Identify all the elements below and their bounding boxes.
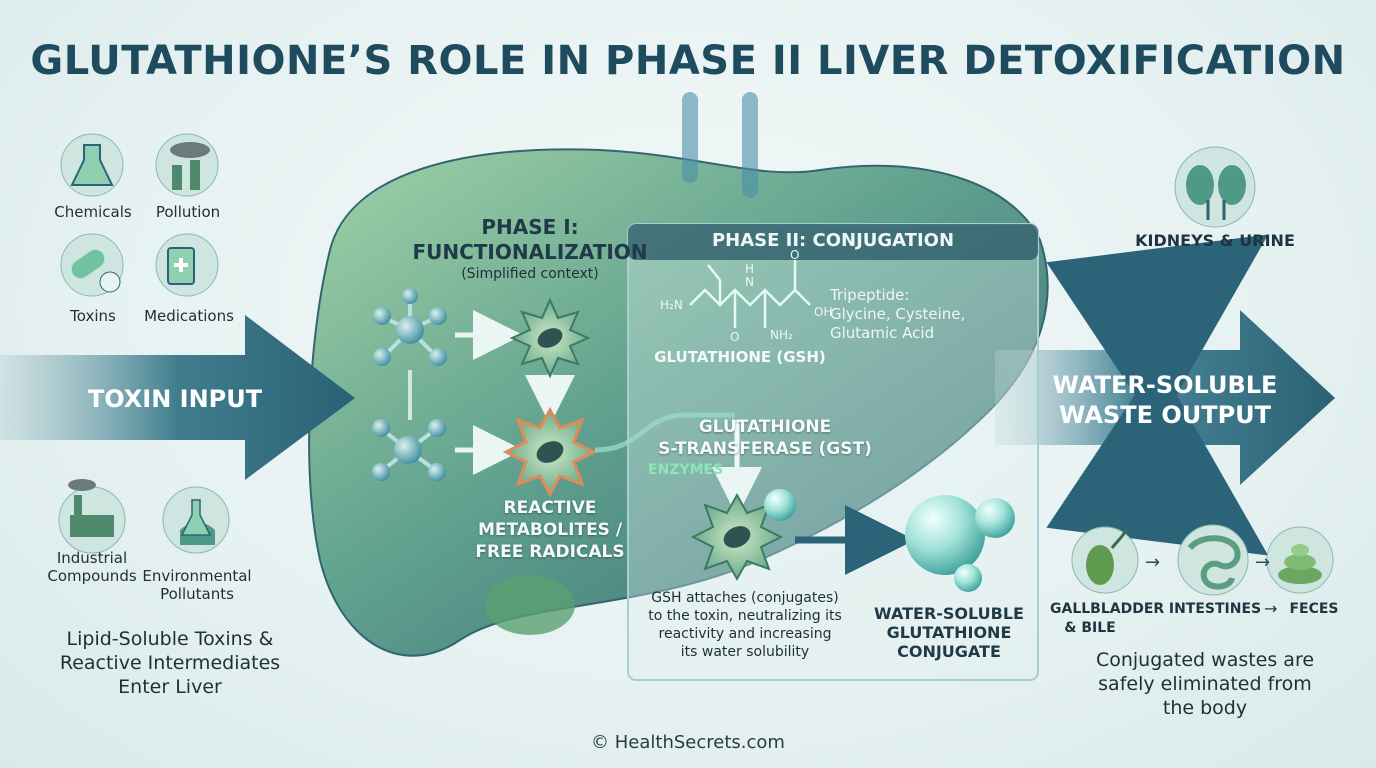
mol-oh: OH <box>814 305 833 319</box>
reactive-metabolites-label: REACTIVE METABOLITES / FREE RADICALS <box>475 498 625 562</box>
flow-to-gst <box>594 412 735 453</box>
feces-icon <box>1266 526 1334 594</box>
label-pollution: Pollution <box>155 203 221 221</box>
hepatic-vessel <box>682 92 758 198</box>
toxins-icon <box>60 233 124 297</box>
medications-icon <box>155 233 219 297</box>
mol-nh2: NH₂ <box>770 328 793 342</box>
mol-n: N <box>745 275 754 289</box>
mol-h: H <box>745 262 755 276</box>
feces-label: FECES <box>1289 601 1339 617</box>
gst-label: GLUTATHIONE S-TRANSFERASE (GST) <box>658 417 872 459</box>
phase1-title-line1: PHASE I: <box>481 215 579 239</box>
page-title: GLUTATHIONE’S ROLE IN PHASE II LIVER DET… <box>30 38 1346 84</box>
conjugate-bubble <box>905 495 1015 592</box>
gallbladder-icon <box>1071 526 1139 594</box>
glutathione-molecule <box>689 260 811 328</box>
waste-output-label: WATER-SOLUBLE WASTE OUTPUT <box>1052 371 1278 429</box>
label-environmental-line2: Pollutants <box>160 585 234 603</box>
phase2-title: PHASE II: CONJUGATION <box>711 230 955 251</box>
chemicals-icon <box>60 133 124 197</box>
gallbladder-lobe <box>485 575 575 635</box>
flow-arrow-2: → <box>1255 552 1271 573</box>
phase2-radical <box>690 489 796 582</box>
toxin-input-label: TOXIN INPUT <box>87 385 263 413</box>
radical-top <box>509 297 591 379</box>
conjugate-label: WATER-SOLUBLE GLUTATHIONE CONJUGATE <box>874 604 1024 661</box>
intestines-label: INTESTINES <box>1168 601 1262 617</box>
pollution-icon <box>155 133 219 197</box>
industrial-icon <box>58 479 126 554</box>
flow-arrow-1: → <box>1145 552 1161 573</box>
label-toxins: Toxins <box>70 307 116 325</box>
kidney-icon <box>1174 146 1256 228</box>
molecule-cluster-bottom <box>372 419 446 481</box>
mol-o2: O <box>790 248 800 262</box>
phase1-title-line2: FUNCTIONALIZATION <box>412 240 648 264</box>
gallbladder-label-line2: & BILE <box>1064 620 1116 636</box>
mol-h2n: H₂N <box>660 298 683 312</box>
arrow-to-intestines <box>1046 361 1269 556</box>
intestines-icon <box>1177 524 1249 596</box>
environmental-icon <box>162 486 230 554</box>
mechanism-note: GSH attaches (conjugates) to the toxin, … <box>648 590 842 660</box>
enzymes-label: ENZYMES <box>648 462 724 478</box>
flow-arrow-glyph: → <box>1264 599 1278 618</box>
radical-reactive <box>502 406 598 498</box>
output-caption: Conjugated wastes are safely eliminated … <box>1095 649 1315 719</box>
tripeptide-note: Tripeptide: Glycine, Cysteine, Glutamic … <box>830 286 966 342</box>
label-industrial-line1: Industrial <box>56 549 128 567</box>
footer-copyright: © HealthSecrets.com <box>591 732 785 753</box>
gsh-label: GLUTATHIONE (GSH) <box>654 348 826 366</box>
arrow-to-kidneys <box>1046 234 1269 429</box>
toxin-input-arrow <box>0 315 355 480</box>
label-chemicals: Chemicals <box>54 203 132 221</box>
liver-shape <box>308 148 1049 657</box>
phase2-header-bar <box>628 224 1038 260</box>
gallbladder-label-line1: GALLBLADDER <box>1050 601 1165 617</box>
left-caption: Lipid-Soluble Toxins & Reactive Intermed… <box>59 628 281 698</box>
label-medications: Medications <box>144 307 234 325</box>
molecule-cluster-top <box>373 288 447 366</box>
phase1-subtitle: (Simplified context) <box>461 266 599 282</box>
mol-o1: O <box>730 330 740 344</box>
label-environmental-line1: Environmental <box>142 567 252 585</box>
label-industrial-line2: Compounds <box>47 567 137 585</box>
kidneys-label: KIDNEYS & URINE <box>1135 231 1295 250</box>
